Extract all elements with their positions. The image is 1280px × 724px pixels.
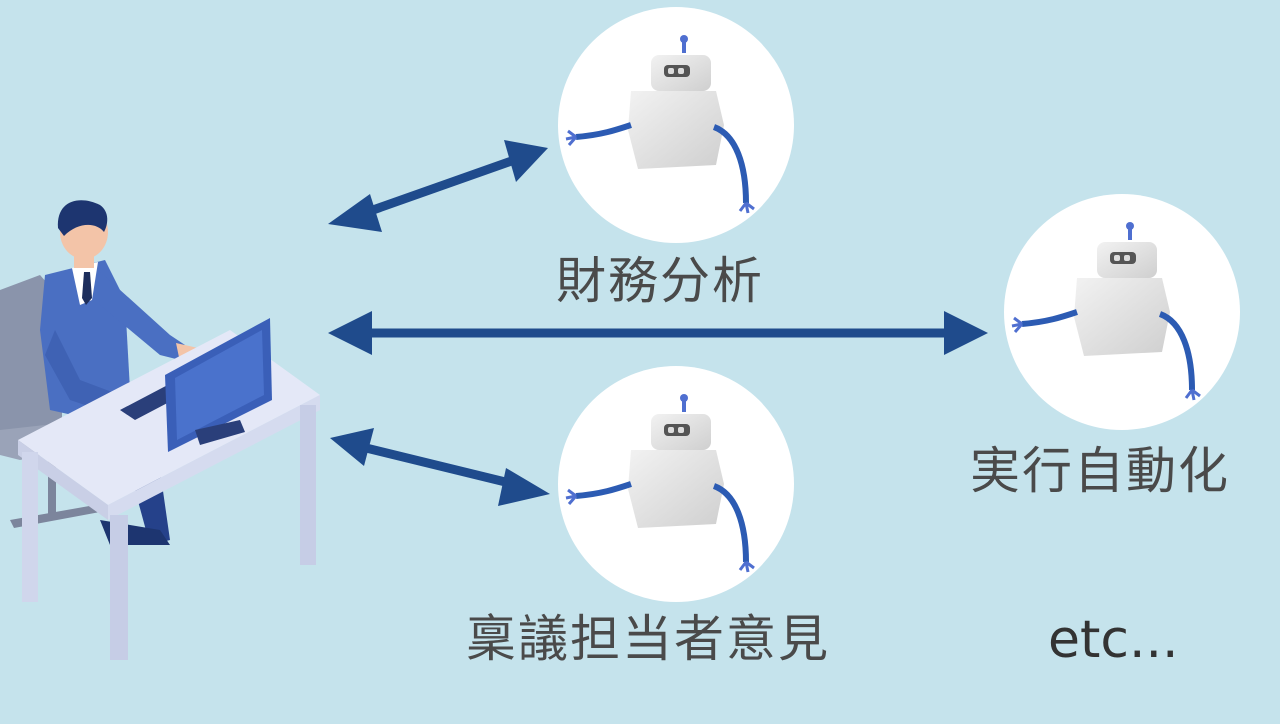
- label-etc: etc...: [1048, 610, 1179, 670]
- arrows: [328, 140, 988, 506]
- robot-execution-automation: [1004, 194, 1240, 430]
- arrow-to-approver-opinion: [330, 428, 550, 506]
- robot-icon: [1011, 222, 1201, 401]
- robot-icon: [565, 35, 755, 214]
- robot-financial-analysis: [558, 7, 794, 243]
- office-worker-at-desk-icon: [0, 200, 320, 660]
- label-approver-opinion: 稟議担当者意見: [466, 610, 830, 668]
- robot-icon: [565, 394, 755, 573]
- label-financial-analysis: 財務分析: [556, 252, 764, 310]
- arrow-to-execution-automation: [328, 311, 988, 355]
- label-execution-automation: 実行自動化: [970, 442, 1230, 500]
- arrow-to-financial-analysis: [328, 140, 548, 232]
- robot-approver-opinion: [558, 366, 794, 602]
